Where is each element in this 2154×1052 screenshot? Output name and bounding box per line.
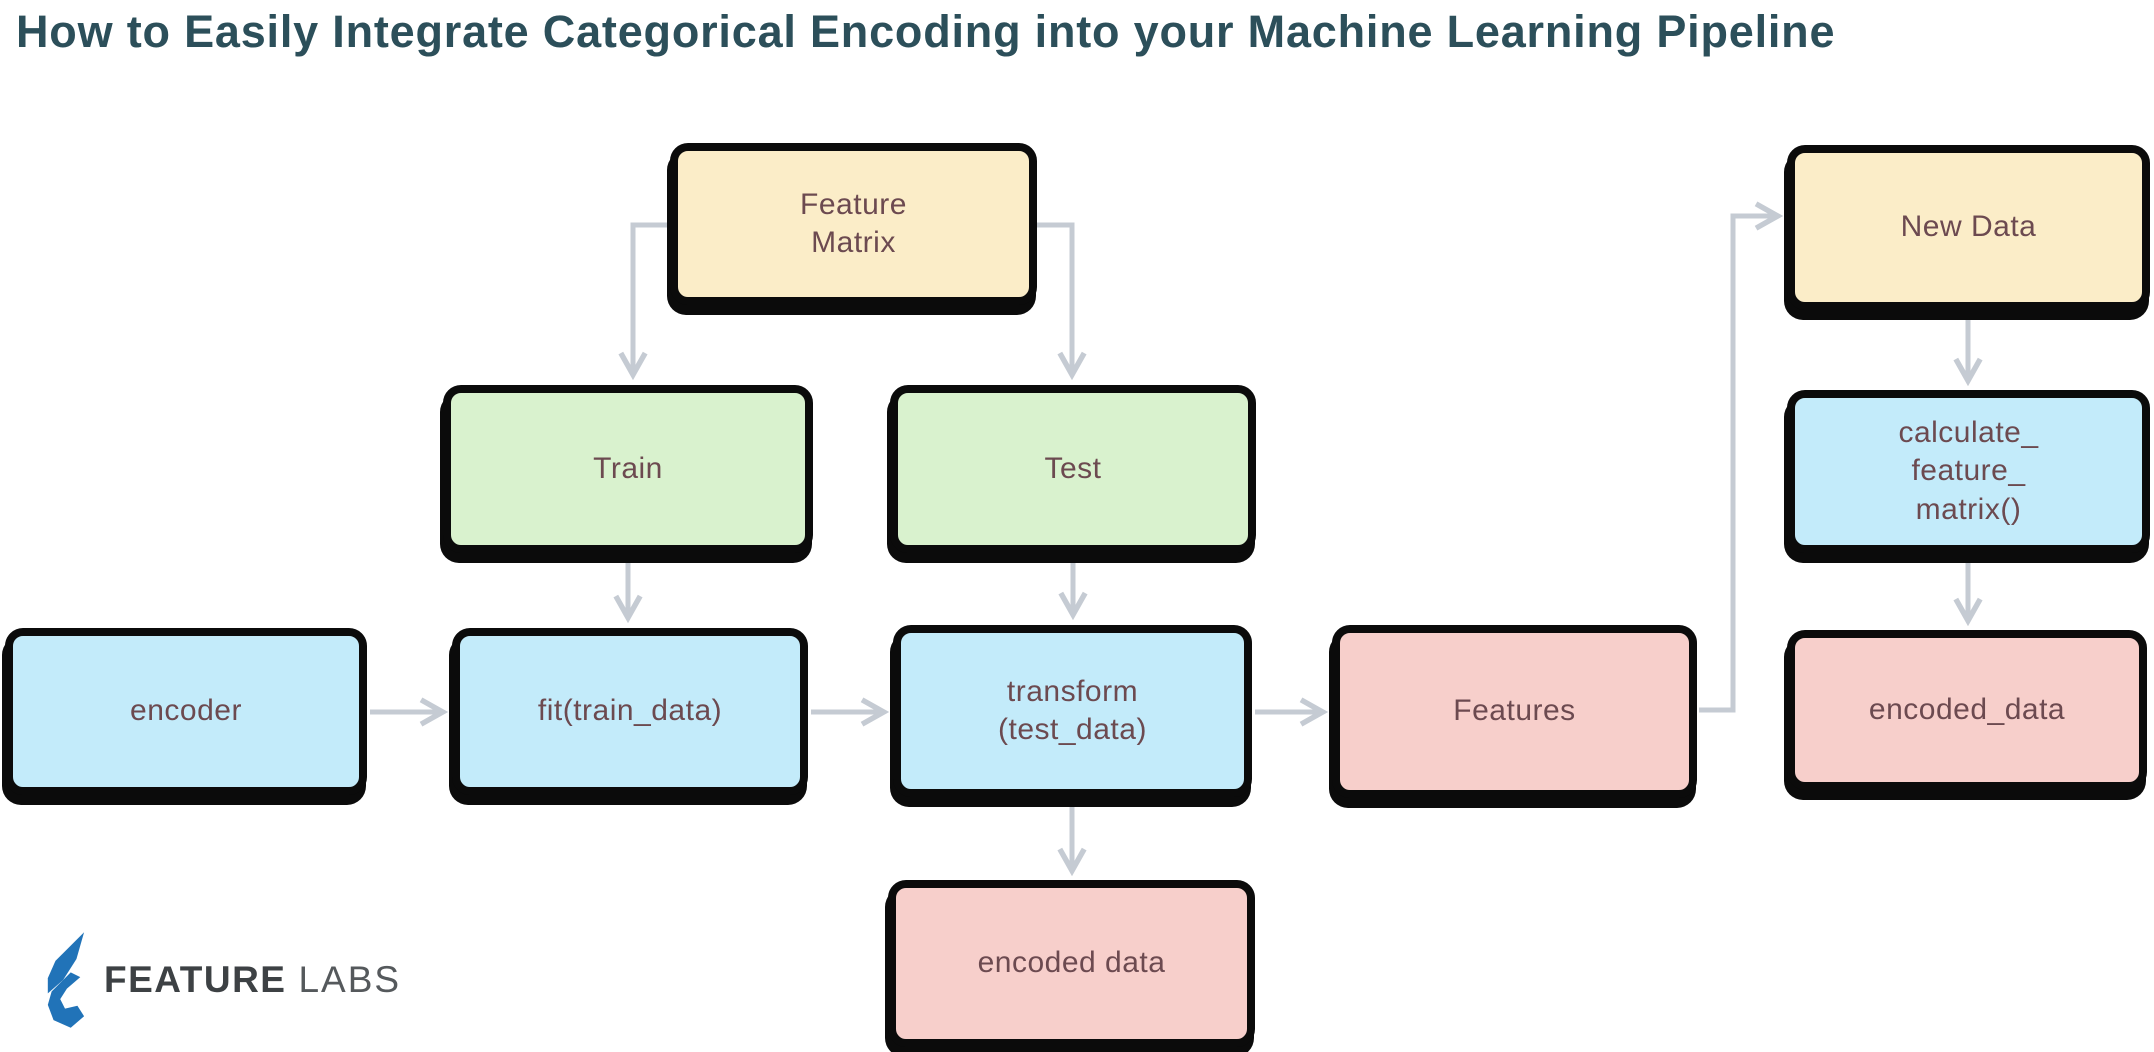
node-transform-test-data-label: transform (test_data) [998,674,1147,746]
node-train: Train [443,385,813,553]
node-transform-test-data: transform (test_data) [893,625,1252,797]
feature-labs-logo: FEATURE LABS [44,932,401,1028]
node-feature-matrix-label: Feature Matrix [800,187,907,259]
connector-feature-matrix-to-train [633,222,670,372]
node-encoder: encoder [5,628,367,795]
node-new-data: New Data [1787,145,2150,310]
logo-text-feature: FEATURE [104,959,287,1000]
node-calculate-feature-matrix: calculate_ feature_ matrix() [1787,390,2150,553]
connector-feature-matrix-to-test [1037,222,1072,372]
node-features-label: Features [1453,694,1576,728]
logo-text-labs: LABS [298,959,402,1000]
node-encoder-label: encoder [130,694,242,728]
node-fit-train-data-label: fit(train_data) [537,694,723,728]
node-train-label: Train [593,451,663,485]
connector-features-to-new-data [1699,216,1775,713]
node-test: Test [890,385,1256,553]
feature-labs-flame-icon [47,932,85,1028]
node-fit-train-data: fit(train_data) [452,628,808,795]
node-features: Features [1332,625,1697,798]
node-encoded-data-new: encoded_data [1787,630,2147,790]
page-title: How to Easily Integrate Categorical Enco… [16,6,1836,57]
node-encoded-data-test-label: encoded data [977,946,1166,980]
node-encoded-data-test: encoded data [888,880,1255,1047]
node-test-label: Test [1044,451,1102,485]
node-encoded-data-new-label: encoded_data [1868,692,2066,726]
node-feature-matrix: Feature Matrix [670,143,1037,305]
node-new-data-label: New Data [1900,210,2037,244]
node-calculate-feature-matrix-label: calculate_ feature_ matrix() [1898,415,2039,526]
